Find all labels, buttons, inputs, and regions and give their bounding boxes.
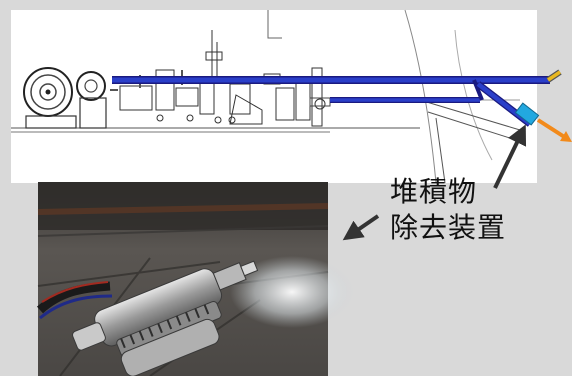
guide-rail bbox=[112, 76, 550, 127]
nozzle-head bbox=[514, 102, 540, 126]
machine-drawing bbox=[11, 9, 562, 184]
cable-reel bbox=[23, 67, 107, 129]
arrow-up-right-icon bbox=[493, 124, 527, 189]
arrow-down-left-icon bbox=[342, 214, 380, 241]
device-photo bbox=[36, 182, 354, 376]
callout-label-line2: 除去装置 bbox=[390, 211, 507, 244]
callout-label-line1: 堆積物 bbox=[390, 175, 478, 208]
spray-direction-arrow bbox=[536, 118, 572, 142]
